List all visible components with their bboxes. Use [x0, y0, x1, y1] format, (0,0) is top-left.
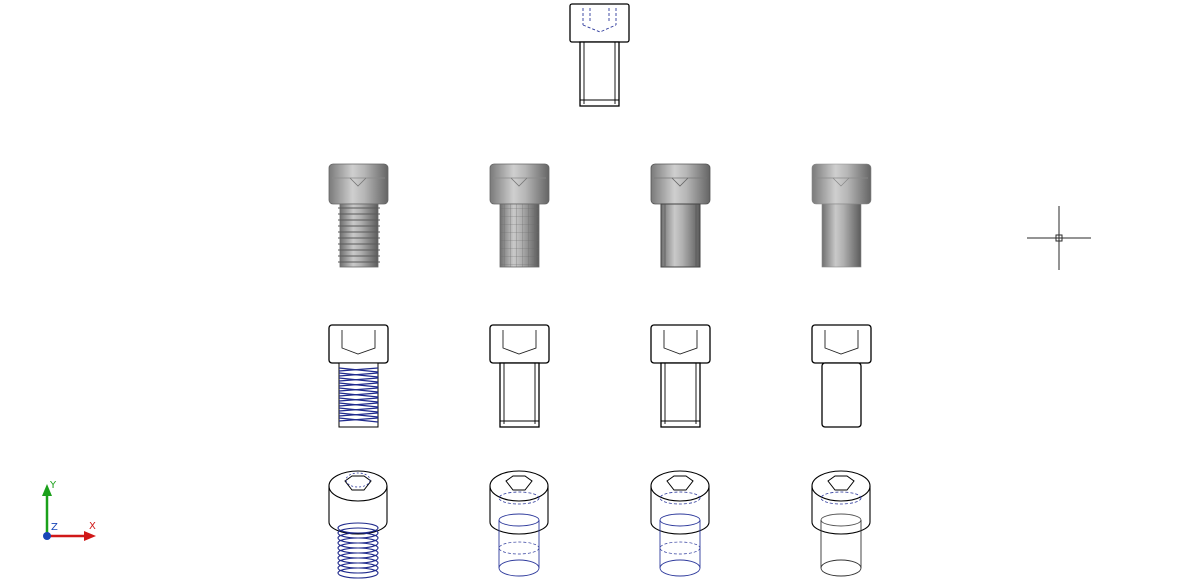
ucs-x-label: X	[89, 521, 96, 532]
crosshair-cursor-icon	[1027, 206, 1091, 270]
bolt-wire-iso-c[interactable]	[811, 470, 871, 577]
bolt-wire-iso-b[interactable]	[650, 470, 710, 577]
ucs-y-label: Y	[49, 480, 57, 491]
bolt-wire-front-thread-b[interactable]	[650, 324, 711, 428]
bolt-wire-front-helix[interactable]	[328, 324, 389, 428]
bolt-wire-front-thread-a[interactable]	[489, 324, 550, 428]
bolt-wire-iso-a[interactable]	[489, 470, 549, 577]
bolt-shaded-grid[interactable]	[489, 163, 550, 268]
ucs-icon: Y X Z	[42, 480, 96, 541]
bolt-shaded-threaded[interactable]	[328, 163, 389, 268]
bolt-shaded-plain[interactable]	[811, 163, 872, 268]
bolt-wire-iso-helix[interactable]	[328, 470, 388, 579]
bolt-front-view-top[interactable]	[569, 3, 630, 107]
ucs-z-label: Z	[51, 522, 58, 533]
bolt-wire-front-plain[interactable]	[811, 324, 872, 428]
bolt-shaded-edges[interactable]	[650, 163, 711, 268]
